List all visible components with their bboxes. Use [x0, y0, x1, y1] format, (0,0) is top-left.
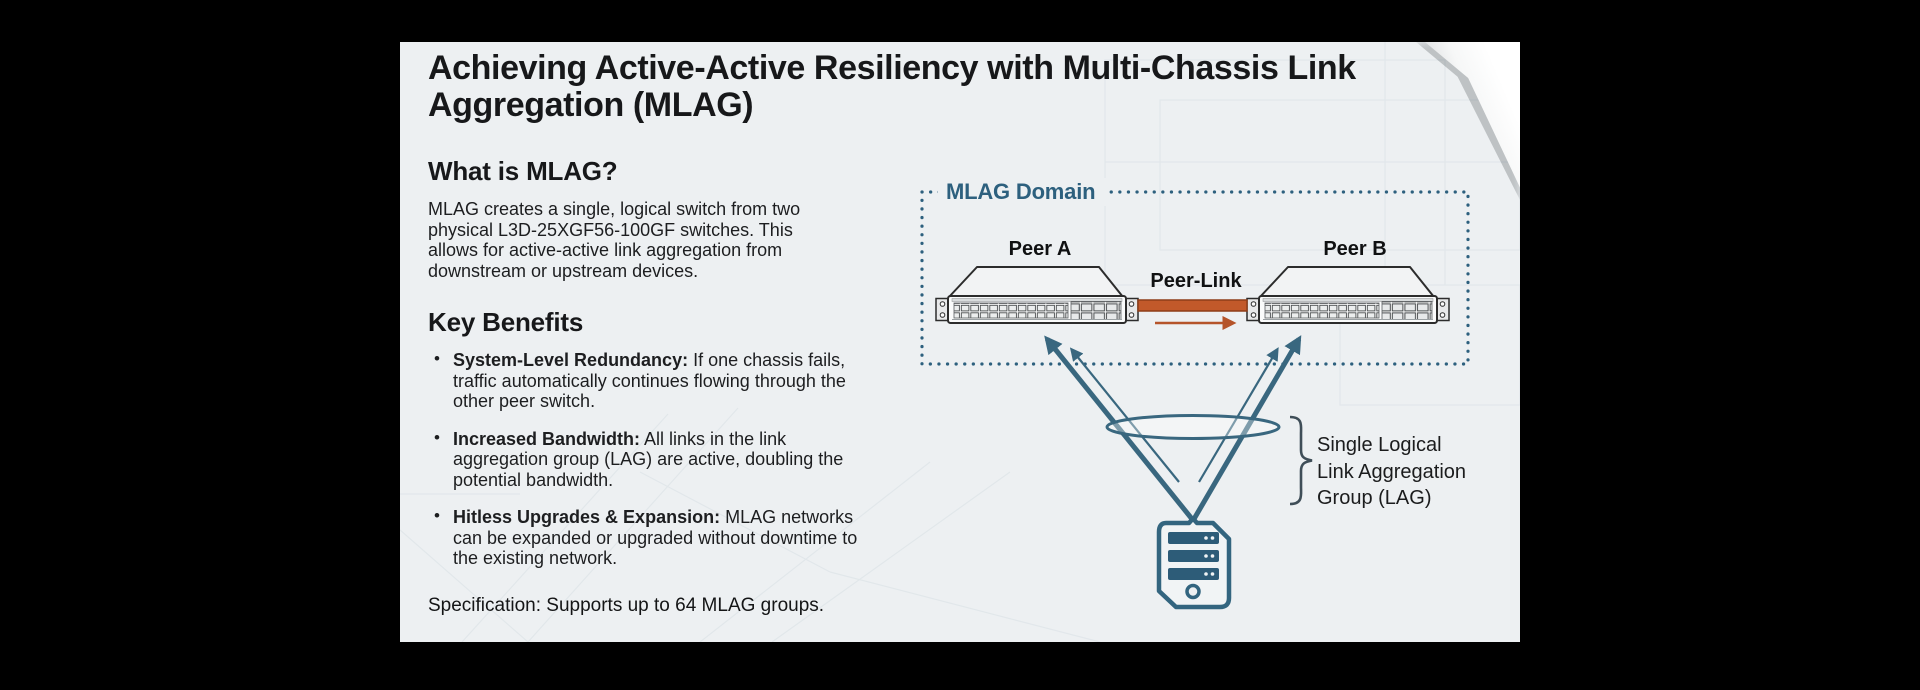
- uplink-arrows: [1044, 335, 1302, 521]
- benefit-label: Hitless Upgrades & Expansion:: [453, 507, 721, 527]
- peer-b-label: Peer B: [1323, 238, 1387, 260]
- peer-a-switch-icon: [935, 266, 1139, 324]
- server-icon: [1156, 516, 1232, 610]
- lag-label-line: Single Logical: [1317, 434, 1442, 456]
- mlag-diagram: [920, 190, 1470, 610]
- peer-a-label: Peer A: [1008, 238, 1072, 260]
- specification-line: Specification: Supports up to 64 MLAG gr…: [428, 594, 825, 616]
- lag-label-line: Group (LAG): [1317, 487, 1432, 509]
- bullet-icon: •: [434, 506, 440, 525]
- lag-label-line: Link Aggregation: [1317, 460, 1467, 483]
- curly-brace-icon: [1289, 415, 1313, 506]
- benefit-text: If one chassis fails, traffic automatica…: [453, 350, 846, 411]
- benefit-label: Increased Bandwidth:: [453, 428, 641, 449]
- benefit-item-bandwidth: • Increased Bandwidth: All links in the …: [428, 427, 862, 491]
- peer-link-icon: [1137, 299, 1248, 331]
- peer-link-label: Peer-Link: [1150, 270, 1242, 292]
- lag-grouping-oval: [1105, 414, 1281, 440]
- infographic-page: Achieving Active-Active Resiliency with …: [400, 42, 1520, 642]
- left-column: What is MLAG? MLAG creates a single, log…: [428, 156, 898, 617]
- page-title: Achieving Active-Active Resiliency with …: [428, 49, 1356, 124]
- mlag-domain-label: MLAG Domain: [938, 178, 1108, 206]
- bullet-icon: •: [434, 427, 440, 447]
- benefit-item-redundancy: • System-Level Redundancy: If one chassi…: [428, 349, 862, 412]
- key-benefits-list: • System-Level Redundancy: If one chassi…: [428, 349, 898, 569]
- benefit-text: MLAG networks can be expanded or upgrade…: [453, 507, 858, 568]
- benefit-label: System-Level Redundancy:: [453, 350, 689, 370]
- lag-group-label: Single Logical Link Aggregation Group (L…: [1317, 432, 1466, 512]
- what-is-mlag-body: MLAG creates a single, logical switch fr…: [428, 199, 801, 281]
- mlag-domain-box: [920, 190, 1470, 366]
- bullet-icon: •: [434, 349, 440, 368]
- key-benefits-heading: Key Benefits: [428, 307, 584, 337]
- benefit-item-hitless-upgrades: • Hitless Upgrades & Expansion: MLAG net…: [428, 506, 862, 569]
- peer-b-switch-icon: [1246, 266, 1450, 324]
- benefit-text: All links in the link aggregation group …: [453, 428, 844, 490]
- what-is-mlag-heading: What is MLAG?: [428, 156, 618, 186]
